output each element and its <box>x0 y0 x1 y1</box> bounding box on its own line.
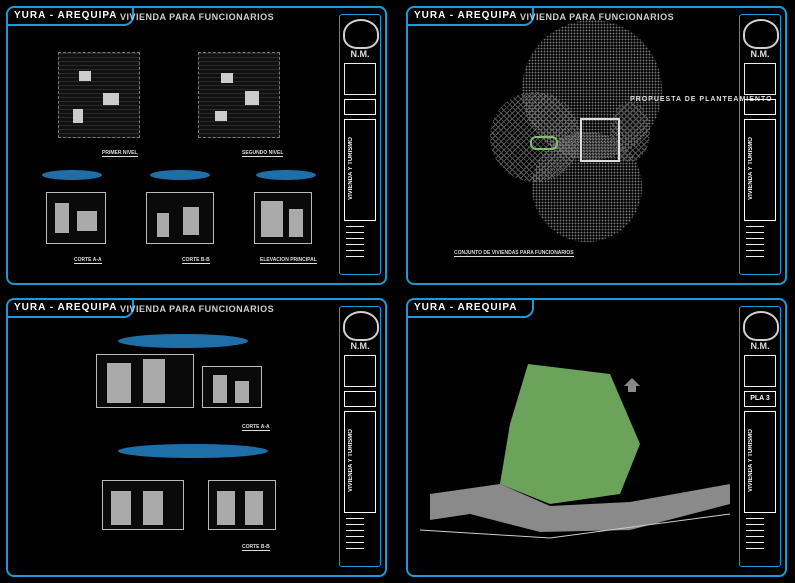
section-label: CORTE A-A <box>242 424 270 431</box>
sheet-frame <box>406 298 787 577</box>
site-plan-drawing <box>419 364 731 539</box>
proposal-caption: CONJUNTO DE VIVIENDAS PARA FUNCIONARIOS <box>454 250 574 257</box>
key-plan-icon <box>744 63 776 95</box>
plan-label: CORTE A-A <box>74 257 102 264</box>
key-plan-icon <box>344 355 376 387</box>
north-mark: N.M. <box>350 49 370 59</box>
tree-cloud <box>150 170 210 180</box>
central-plaza <box>580 118 620 162</box>
sheet-title: YURA - AREQUIPA <box>8 300 134 318</box>
north-mark: N.M. <box>750 49 770 59</box>
site-circle-right <box>610 102 650 162</box>
road-band <box>430 484 730 532</box>
title-block-vertical-text: VIVIENDA Y TURISMO <box>748 429 754 493</box>
sheet-title: YURA - AREQUIPA <box>408 8 534 26</box>
logo-icon <box>743 311 779 341</box>
plan-label: SEGUNDO NIVEL <box>242 150 284 157</box>
main-elevation-drawing <box>254 192 312 244</box>
proposal-label: PROPUESTA DE PLANTEAMIENTO <box>630 96 773 103</box>
title-block-vertical-text: VIVIENDA Y TURISMO <box>348 137 354 201</box>
sheet-frame <box>406 6 787 285</box>
second-floor-plan <box>198 52 280 138</box>
green-oval <box>530 136 558 150</box>
logo-icon <box>343 19 379 49</box>
sheet-frame <box>6 6 387 285</box>
key-plan-icon <box>344 63 376 95</box>
title-block: N.M. VIVIENDA Y TURISMO <box>739 14 781 275</box>
logo-icon <box>743 19 779 49</box>
tree-cloud <box>256 170 316 180</box>
sheet-sections: YURA - AREQUIPA VIVIENDA PARA FUNCIONARI… <box>2 294 391 581</box>
section-b-b-drawing <box>146 192 214 244</box>
sheet-frame <box>6 298 387 577</box>
north-mark: N.M. <box>350 341 370 351</box>
plan-label: CORTE B-B <box>182 257 210 264</box>
north-arrow-icon <box>624 378 640 392</box>
north-mark: N.M. <box>750 341 770 351</box>
sheet-number: PLA 3 <box>744 391 776 407</box>
section-a-a-drawing <box>46 192 106 244</box>
section-b-b-drawing <box>102 480 184 530</box>
title-block-vertical-text: VIVIENDA Y TURISMO <box>348 429 354 493</box>
title-block: N.M. PLA 3 VIVIENDA Y TURISMO <box>739 306 781 567</box>
tree-cloud <box>42 170 102 180</box>
title-block: N.M. VIVIENDA Y TURISMO <box>339 14 381 275</box>
first-floor-plan <box>58 52 140 138</box>
logo-icon <box>343 311 379 341</box>
tree-cloud <box>118 444 268 458</box>
key-plan-icon <box>744 355 776 387</box>
title-block: N.M. VIVIENDA Y TURISMO <box>339 306 381 567</box>
sheet-subtitle: VIVIENDA PARA FUNCIONARIOS <box>120 12 275 22</box>
sheet-floor-plans: YURA - AREQUIPA VIVIENDA PARA FUNCIONARI… <box>2 2 391 289</box>
road-edge-line <box>419 513 731 539</box>
title-block-vertical-text: VIVIENDA Y TURISMO <box>748 137 754 201</box>
section-a-a-drawing <box>202 366 262 408</box>
site-green-area <box>500 364 640 504</box>
plan-label: PRIMER NIVEL <box>102 150 138 157</box>
sheet-site-plan: YURA - AREQUIPA N.M. PLA 3 VIVIENDA Y TU… <box>402 294 791 581</box>
sheet-site-proposal: YURA - AREQUIPA VIVIENDA PARA FUNCIONARI… <box>402 2 791 289</box>
plan-label: ELEVACION PRINCIPAL <box>260 257 317 264</box>
sheet-subtitle: VIVIENDA PARA FUNCIONARIOS <box>120 304 275 314</box>
section-a-a-drawing <box>96 354 194 408</box>
section-b-b-drawing <box>208 480 276 530</box>
sheet-subtitle: VIVIENDA PARA FUNCIONARIOS <box>520 12 675 22</box>
sheet-title: YURA - AREQUIPA <box>408 300 534 318</box>
section-label: CORTE B-B <box>242 544 270 551</box>
tree-cloud <box>118 334 248 348</box>
sheet-title: YURA - AREQUIPA <box>8 8 134 26</box>
